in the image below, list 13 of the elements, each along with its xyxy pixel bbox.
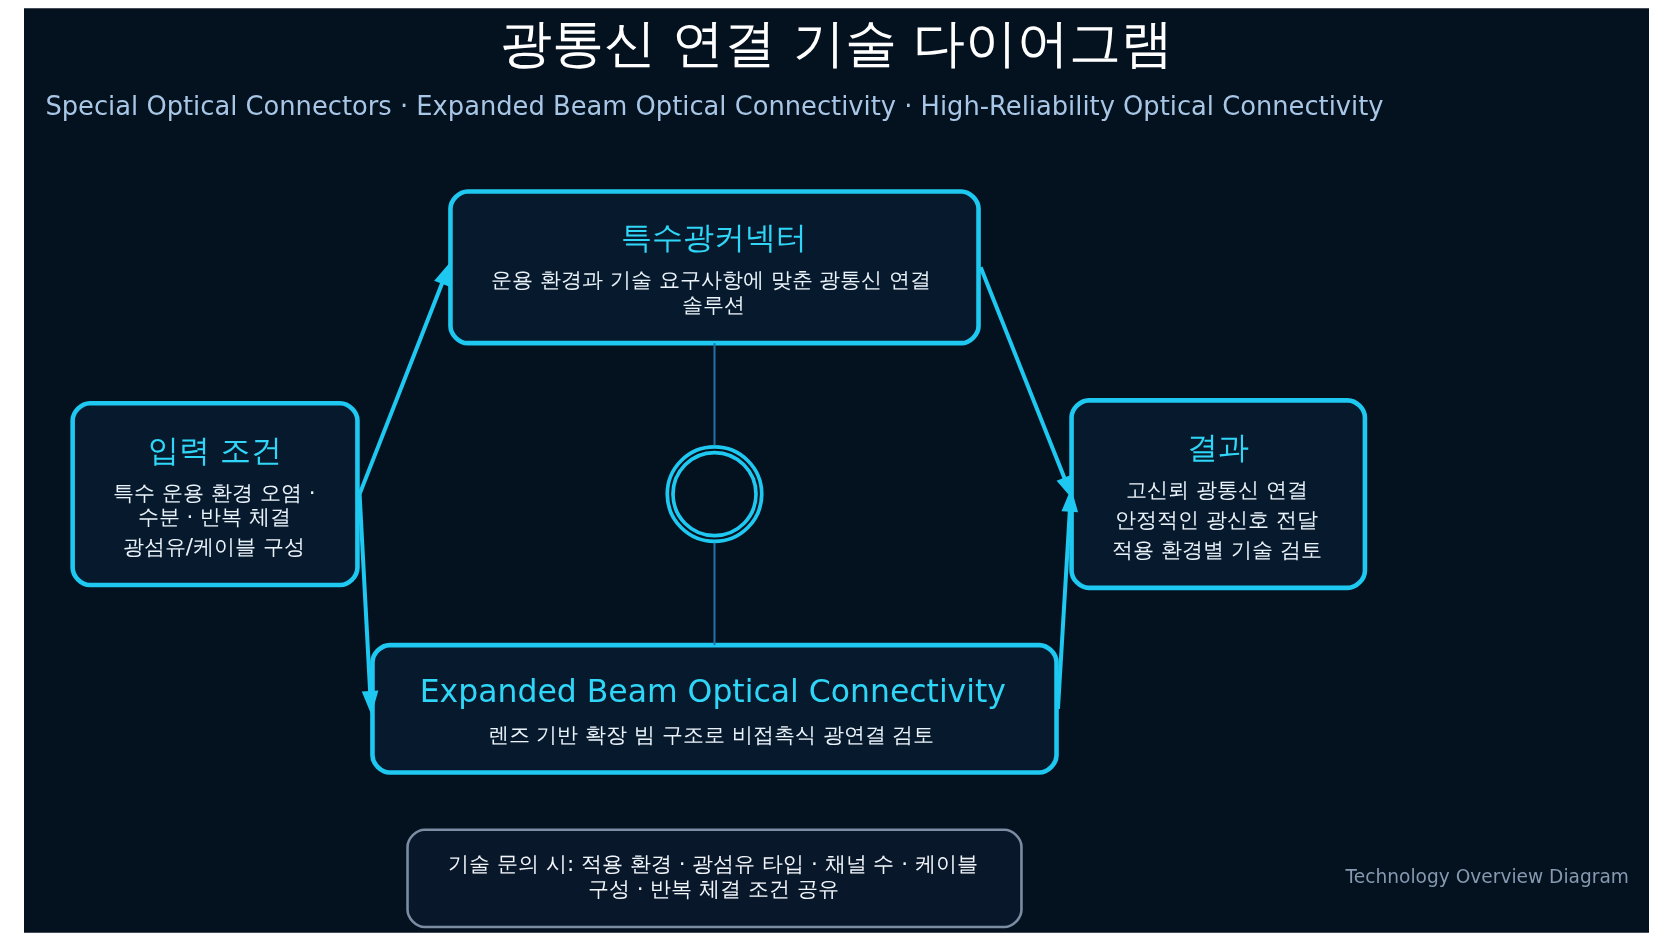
node-box: 기술 문의 시: 적용 환경 · 광섬유 타입 · 채널 수 · 케이블 구성 · 반복 체결 조건 공유	[405, 828, 1023, 929]
arrow	[357, 261, 451, 495]
node-box: 결과 고신뢰 광통신 연결 안정적인 광신호 전달 적용 환경별 기술 검토	[1068, 398, 1367, 591]
node-box: 입력 조건 특수 운용 환경 오염 · 수분 · 반복 체결 광섬유/케이블 구성	[69, 400, 360, 588]
diagram-title: 광통신 연결 기술 다이어그램	[499, 12, 1173, 73]
connector	[713, 342, 715, 447]
label: Special Optical Connectors · Expanded Beam Optical Connectivity · High-Reliability Optical Connectivity	[44, 90, 1384, 121]
label: Technology Overview Diagram	[1345, 866, 1629, 888]
connector	[713, 541, 715, 647]
arrow	[357, 494, 378, 715]
node-circle	[664, 445, 764, 544]
node-box: 특수광커넥터 운용 환경과 기술 요구사항에 맞춘 광통신 연결 솔루션	[447, 189, 981, 346]
node-box: Expanded Beam Optical Connectivity 렌즈 기반 확장 빔 구조로 비접촉식 광연결 검토	[369, 642, 1059, 775]
